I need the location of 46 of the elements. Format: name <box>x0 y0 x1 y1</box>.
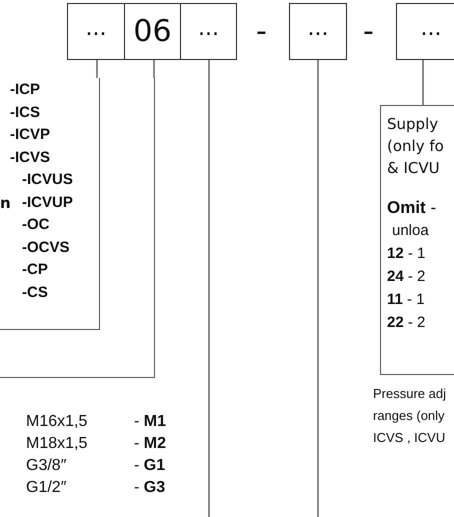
thread-size: G1/2″ <box>26 478 66 498</box>
code-position-box: ... <box>67 3 125 60</box>
code-position-box: ... <box>396 3 454 60</box>
separator-dash: - <box>363 13 374 51</box>
option-code: 22 - 2 <box>387 313 426 333</box>
type-code: -ICVS <box>10 148 50 168</box>
type-code: -ICP <box>10 80 40 100</box>
type-list-box <box>0 78 100 330</box>
thread-code: - G3 <box>134 478 166 498</box>
leader-line <box>96 60 98 78</box>
type-code: -CS <box>22 282 48 302</box>
thread-size: M18x1,5 <box>26 434 88 454</box>
thread-size: G3/8″ <box>26 456 66 476</box>
separator-dash: - <box>256 13 267 51</box>
option-code: unloa <box>392 221 429 241</box>
type-code: -ICVUS <box>22 170 73 190</box>
type-code: -ICS <box>10 102 40 122</box>
leader-line <box>208 60 210 517</box>
thread-code: - G1 <box>134 456 166 476</box>
note-text: Pressure adj <box>373 385 446 403</box>
note-text: ICVS , ICVU <box>373 429 446 447</box>
type-code: -ICVUP <box>22 192 73 212</box>
thread-size: M16x1,5 <box>26 412 88 432</box>
type-code: -ICVP <box>10 125 50 145</box>
option-note: & ICVU <box>387 158 440 178</box>
note-text: ranges (only <box>373 407 445 425</box>
code-position-box: 06 <box>124 3 181 60</box>
leader-line <box>153 60 155 78</box>
leader-line <box>317 60 319 517</box>
option-note: Supply <box>387 114 438 134</box>
option-box <box>380 105 454 375</box>
thread-code: - M2 <box>134 434 166 454</box>
code-position-box: ... <box>289 3 347 60</box>
thread-code: - M1 <box>134 412 166 432</box>
type-code: -OC <box>22 215 50 235</box>
leader-line <box>422 60 424 105</box>
option-code: 24 - 2 <box>387 267 426 287</box>
option-note: (only fo <box>387 136 444 156</box>
bracket-box <box>0 78 155 378</box>
option-code: 11 - 1 <box>387 290 425 310</box>
option-code: Omit - <box>387 198 436 218</box>
type-code: -OCVS <box>22 238 70 258</box>
option-code: 12 - 1 <box>387 244 426 264</box>
cut-text: n <box>0 193 11 213</box>
code-position-box: ... <box>180 3 237 60</box>
type-code: -CP <box>22 260 48 280</box>
